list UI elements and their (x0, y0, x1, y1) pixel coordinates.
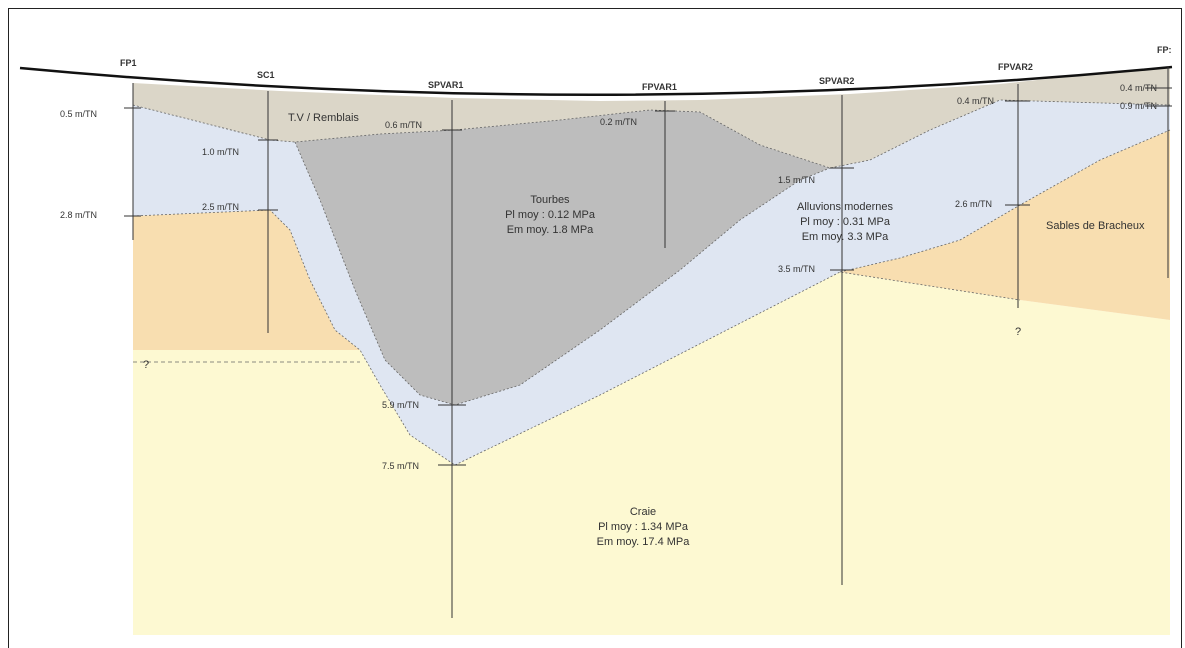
alluvions-em-label: Em moy. 3.3 MPa (802, 231, 889, 243)
depth-label: 5.9 m/TN (382, 400, 419, 410)
unknown-marker: ? (143, 359, 149, 371)
alluvions-layer (133, 100, 1170, 465)
craie-label: Craie (630, 506, 656, 518)
depth-label: 7.5 m/TN (382, 461, 419, 471)
depth-label: 0.4 m/TN (1120, 83, 1157, 93)
sables-layer (133, 210, 360, 350)
alluvions-pl-label: Pl moy : 0.31 MPa (800, 216, 891, 228)
layer-boundaries (132, 99, 1171, 466)
craie-em-label: Em moy. 17.4 MPa (597, 536, 691, 548)
well-label-sc1: SC1 (257, 70, 275, 80)
depth-label: 2.5 m/TN (202, 202, 239, 212)
depth-label: 0.5 m/TN (60, 109, 97, 119)
tourbes-layer (295, 110, 830, 405)
ground-surface-line (19, 65, 1173, 96)
tourbes-em-label: Em moy. 1.8 MPa (507, 224, 594, 236)
sables-layer-right (840, 130, 1170, 320)
tourbes-pl-label: Pl moy : 0.12 MPa (505, 209, 596, 221)
remblais-layer (133, 66, 1170, 168)
sables-label: Sables de Bracheux (1046, 220, 1145, 232)
craie-layer (133, 272, 1170, 635)
craie-pl-label: Pl moy : 1.34 MPa (598, 521, 689, 533)
well-label-fp1: FP1 (120, 58, 137, 68)
depth-label: 0.4 m/TN (957, 96, 994, 106)
depth-label: 3.5 m/TN (778, 264, 815, 274)
remblais-label: T.V / Remblais (288, 112, 359, 124)
tourbes-label: Tourbes (530, 194, 570, 206)
depth-label: 2.8 m/TN (60, 210, 97, 220)
unknown-marker: ? (1015, 326, 1021, 338)
depth-label: 2.6 m/TN (955, 199, 992, 209)
depth-label: 1.0 m/TN (202, 147, 239, 157)
well-label-spvar2: SPVAR2 (819, 76, 854, 86)
diagram-frame (8, 8, 1182, 648)
well-label-fp3: FP: (1157, 45, 1172, 55)
depth-label: 0.9 m/TN (1120, 101, 1157, 111)
depth-label: 1.5 m/TN (778, 175, 815, 185)
well-label-spvar1: SPVAR1 (428, 80, 463, 90)
well-label-fpvar1: FPVAR1 (642, 82, 677, 92)
depth-label: 0.6 m/TN (385, 120, 422, 130)
depth-ticks (124, 87, 1172, 466)
well-label-fpvar2: FPVAR2 (998, 62, 1033, 72)
boreholes (132, 66, 1169, 618)
alluvions-label: Alluvions modernes (797, 201, 893, 213)
depth-label: 0.2 m/TN (600, 117, 637, 127)
